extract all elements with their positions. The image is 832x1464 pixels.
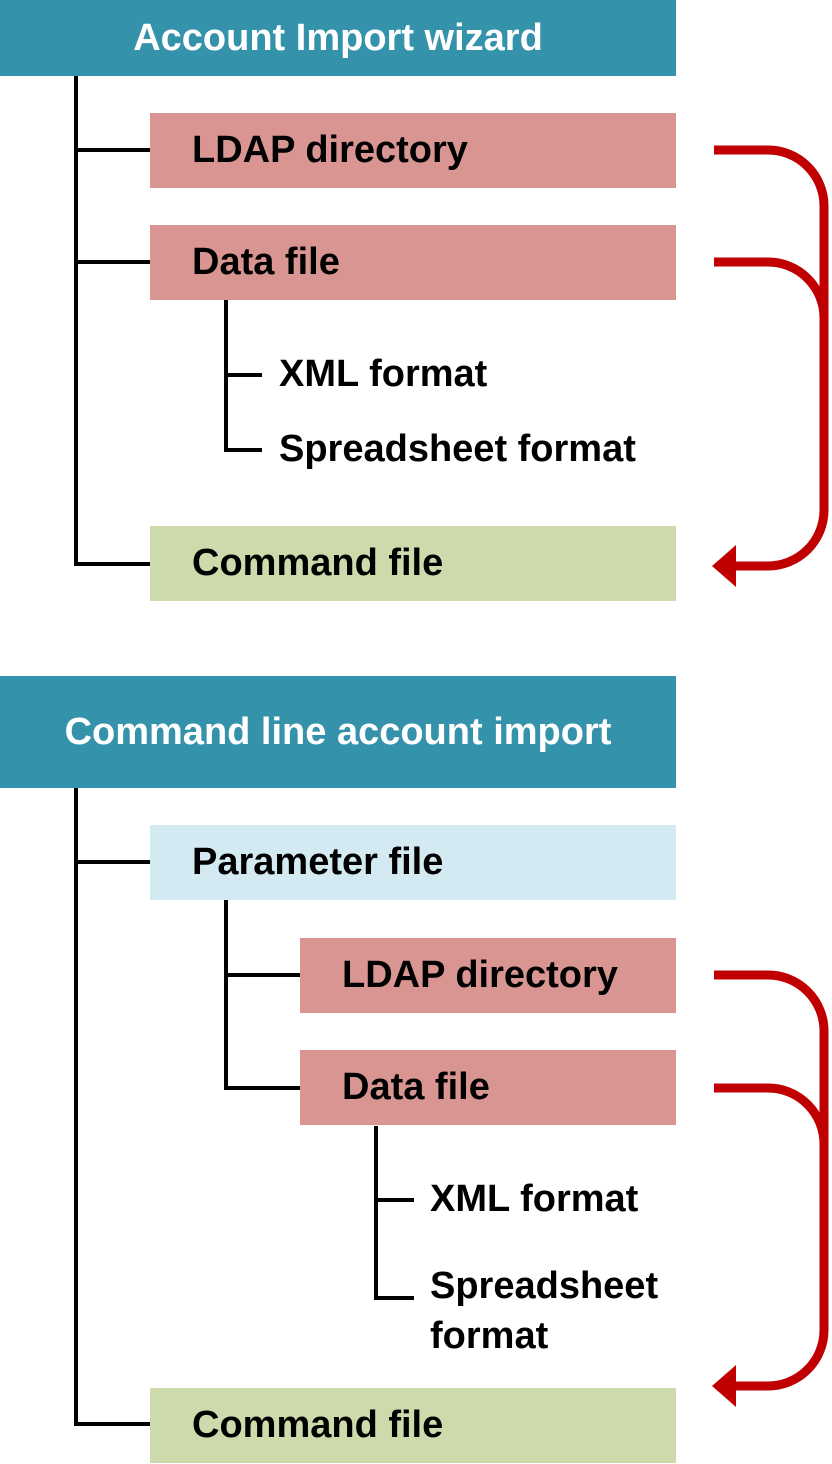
cmdline-parameter-file-box: Parameter file xyxy=(150,825,676,900)
cmdline-ldap-label: LDAP directory xyxy=(342,954,618,996)
wizard-ldap-arrow-line xyxy=(714,145,829,571)
cmdline-data-file-label: Data file xyxy=(342,1066,490,1108)
cmdline-ldap-arrow-line xyxy=(714,970,829,1391)
cmdline-command-file-box: Command file xyxy=(150,1388,676,1463)
wizard-command-file-label: Command file xyxy=(192,542,444,584)
cmdline-spreadsheet-format-label-line2: format xyxy=(430,1315,549,1357)
tree-connectors xyxy=(74,76,414,1426)
cmdline-param-trunk xyxy=(224,900,300,1090)
wizard-title: Account Import wizard xyxy=(133,16,543,59)
arrowheads xyxy=(712,545,736,1407)
cmdline-command-file-label: Command file xyxy=(192,1404,444,1446)
cmdline-parameter-file-label: Parameter file xyxy=(192,841,444,883)
cmdline-title-box: Command line account import xyxy=(0,676,676,788)
wizard-command-file-box: Command file xyxy=(150,526,676,601)
wizard-arrowhead-icon xyxy=(712,545,736,587)
wizard-xml-format-label: XML format xyxy=(279,353,488,395)
wizard-ldap-box: LDAP directory xyxy=(150,113,676,188)
cmdline-xml-format-label: XML format xyxy=(430,1178,639,1220)
wizard-spreadsheet-format-label: Spreadsheet format xyxy=(279,428,636,470)
cmdline-arrowhead-icon xyxy=(712,1365,736,1407)
wizard-trunk-line xyxy=(74,76,150,566)
wizard-ldap-label: LDAP directory xyxy=(192,129,468,171)
cmdline-data-arrow-line xyxy=(714,1083,829,1145)
cmdline-ldap-box: LDAP directory xyxy=(300,938,676,1013)
wizard-format-trunk xyxy=(224,300,262,452)
arrows xyxy=(714,145,829,1391)
wizard-title-box: Account Import wizard xyxy=(0,0,676,76)
cmdline-format-trunk xyxy=(374,1126,414,1300)
wizard-data-file-label: Data file xyxy=(192,241,340,283)
cmdline-trunk-line xyxy=(74,788,150,1426)
cmdline-title: Command line account import xyxy=(64,710,612,753)
cmdline-spreadsheet-format-label-line1: Spreadsheet xyxy=(430,1265,659,1307)
wizard-data-arrow-line xyxy=(714,257,829,319)
cmdline-data-file-box: Data file xyxy=(300,1050,676,1125)
wizard-data-file-box: Data file xyxy=(150,225,676,300)
